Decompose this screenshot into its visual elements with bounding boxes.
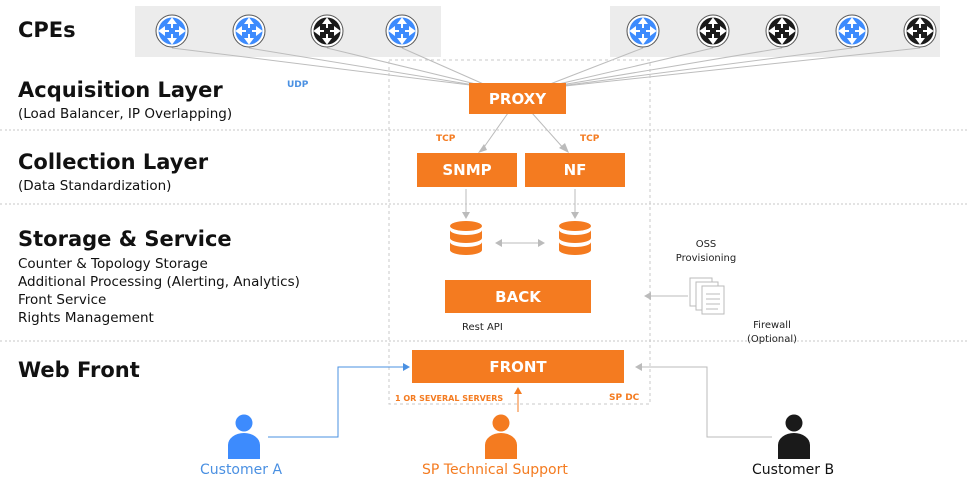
storage-service-title: Storage & Service <box>18 227 232 251</box>
acquisition-layer-title: Acquisition Layer <box>18 78 223 102</box>
layer-separator <box>0 129 967 131</box>
documents-icon <box>689 277 725 315</box>
proxy-node: PROXY <box>469 83 566 114</box>
router-icon <box>155 14 189 48</box>
udp-label: UDP <box>287 80 309 90</box>
acquisition-layer-subtitle: (Load Balancer, IP Overlapping) <box>18 106 233 122</box>
web-front-title: Web Front <box>18 358 140 382</box>
layer-separator <box>0 340 967 342</box>
oss-label: OSS <box>695 239 717 250</box>
customer-b-person-icon <box>778 414 810 459</box>
storage-line-1: Counter & Topology Storage <box>18 256 208 272</box>
sp-dc-frame <box>388 59 651 405</box>
router-icon <box>696 14 730 48</box>
router-icon <box>903 14 937 48</box>
support-label: SP Technical Support <box>422 462 568 478</box>
firewall-optional-label: (Optional) <box>746 334 798 345</box>
tcp-label-right: TCP <box>580 134 600 144</box>
rest-api-label: Rest API <box>462 322 503 333</box>
router-icon <box>385 14 419 48</box>
database-icon <box>450 221 482 255</box>
customer-b-label: Customer B <box>752 462 835 478</box>
router-icon <box>310 14 344 48</box>
servers-label: 1 OR SEVERAL SERVERS <box>395 394 504 403</box>
snmp-node: SNMP <box>417 153 517 187</box>
router-icon <box>232 14 266 48</box>
storage-line-2: Additional Processing (Alerting, Analyti… <box>18 274 300 290</box>
collection-layer-subtitle: (Data Standardization) <box>18 178 172 194</box>
back-node: BACK <box>445 280 591 313</box>
storage-line-3: Front Service <box>18 292 107 308</box>
customer-a-label: Customer A <box>200 462 283 478</box>
database-icon <box>559 221 591 255</box>
router-icon <box>835 14 869 48</box>
nf-node: NF <box>525 153 625 187</box>
provisioning-label: Provisioning <box>675 253 737 264</box>
cpes-title: CPEs <box>18 18 76 42</box>
support-person-icon <box>485 414 517 459</box>
storage-line-4: Rights Management <box>18 310 154 326</box>
sp-dc-label: SP DC <box>609 393 640 403</box>
collection-layer-title: Collection Layer <box>18 150 209 174</box>
router-icon <box>626 14 660 48</box>
cpe-links <box>171 47 921 87</box>
front-node: FRONT <box>412 350 624 383</box>
router-icon <box>765 14 799 48</box>
firewall-label: Firewall <box>753 320 791 331</box>
customer-a-person-icon <box>228 414 260 459</box>
tcp-label-left: TCP <box>436 134 456 144</box>
layer-separator <box>0 203 967 205</box>
